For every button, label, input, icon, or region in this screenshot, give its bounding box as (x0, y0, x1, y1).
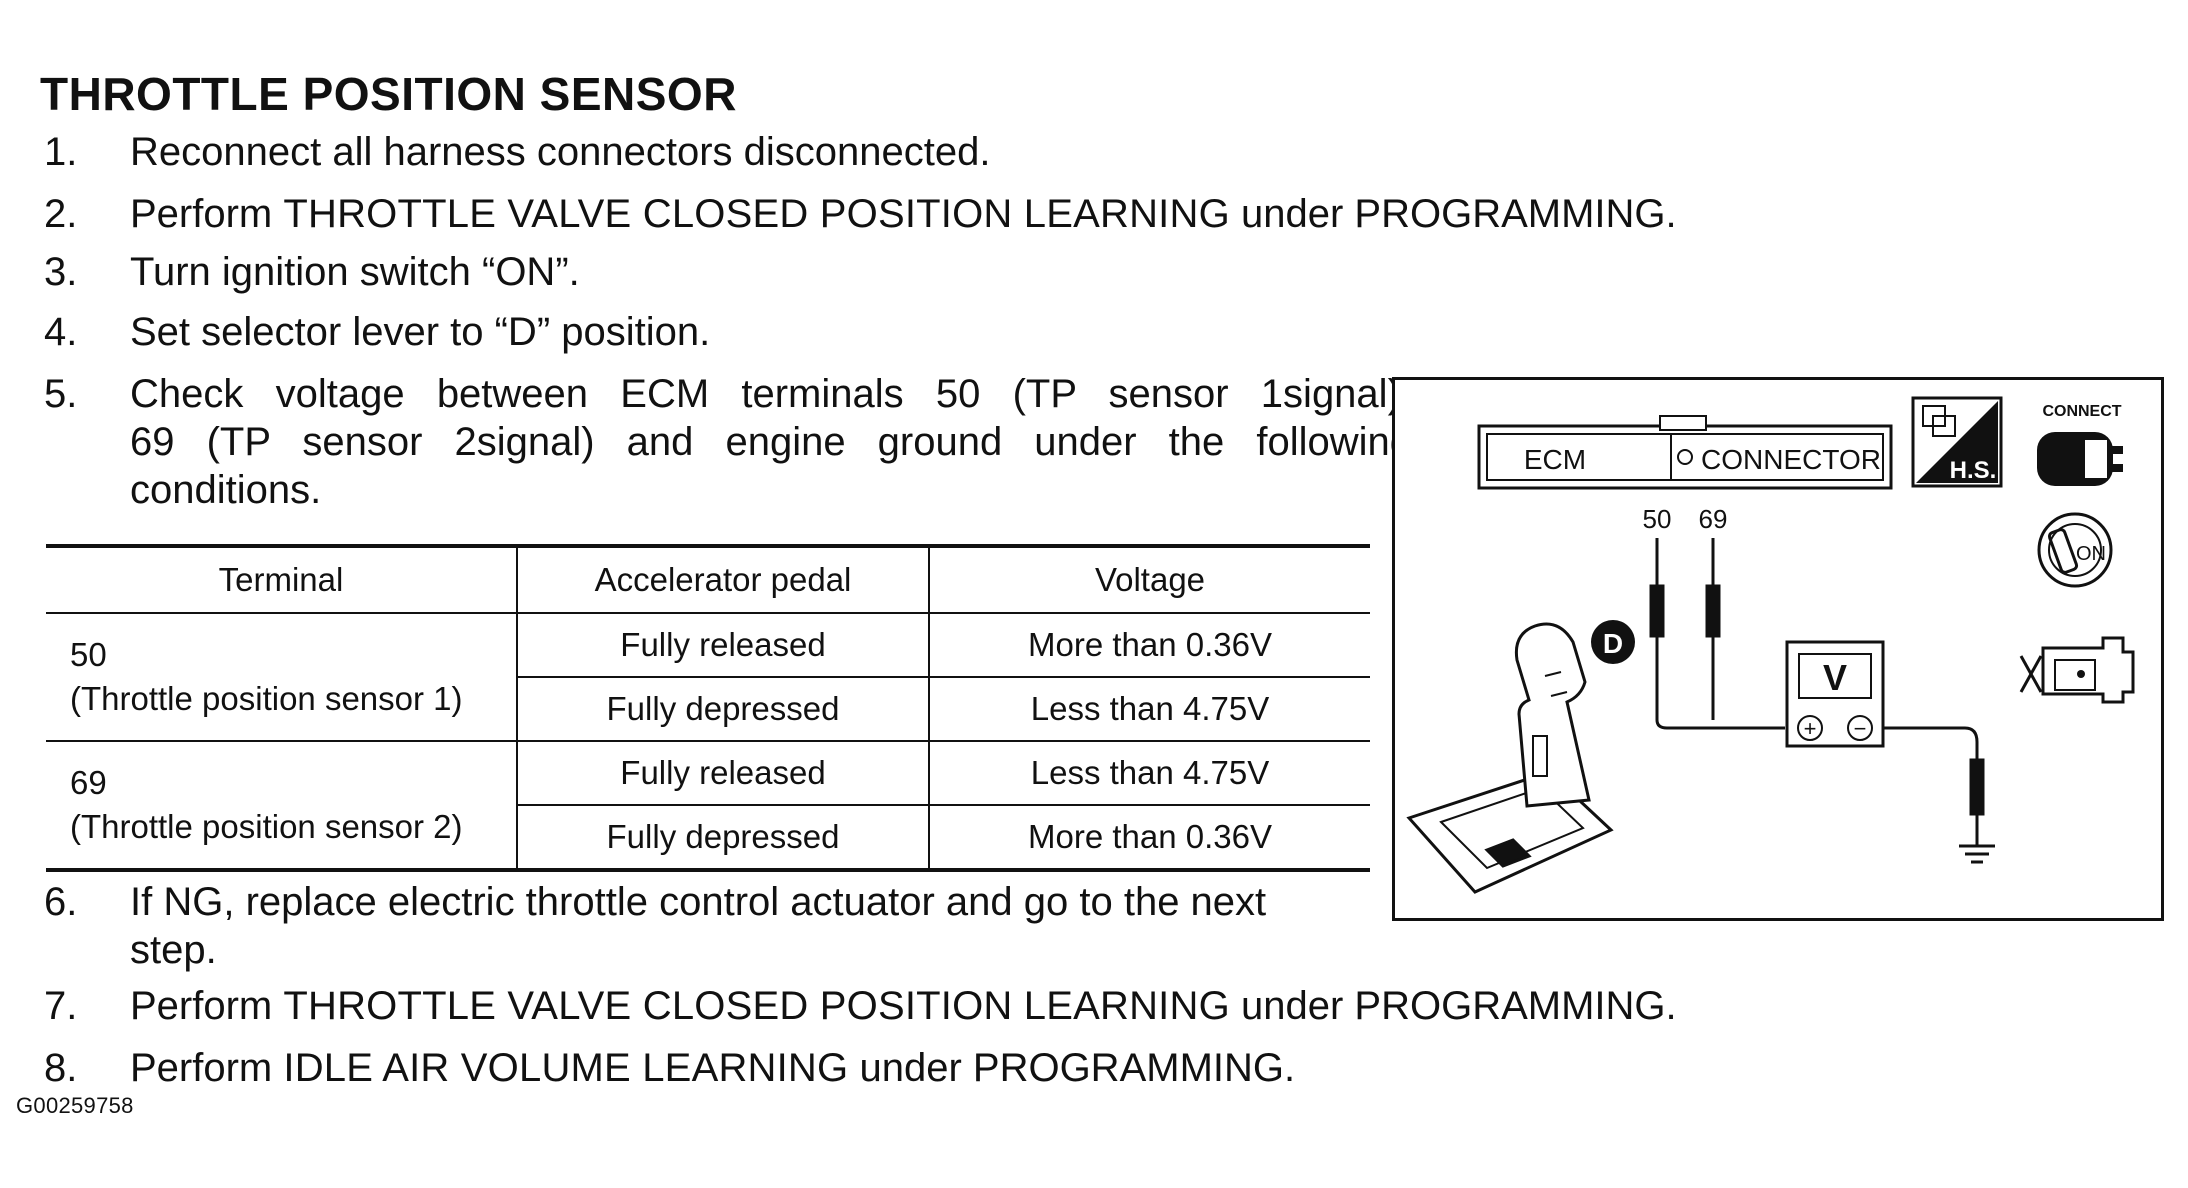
step-number: 5. (44, 372, 78, 416)
step-number: 7. (44, 984, 78, 1028)
pedal-cell: Fully depressed (516, 677, 930, 742)
probe-wires (1649, 538, 1995, 864)
ignition-on-icon: ON (2037, 512, 2113, 588)
figure-code: G00259758 (16, 1093, 134, 1118)
step-lead: Perform (130, 1046, 273, 1090)
terminal-description: (Throttle position sensor 2) (70, 808, 463, 845)
column-header: Voltage (928, 544, 1370, 614)
step-text-line: 69 (TP sensor 2signal) and engine ground… (130, 420, 1412, 464)
voltage-cell: Less than 4.75V (928, 677, 1370, 742)
pedal-cell: Fully released (516, 613, 930, 678)
step-text-line: conditions. (130, 468, 322, 512)
step-lead: Perform (130, 192, 273, 236)
meter-plus-terminal: + (1804, 716, 1817, 741)
step-tail: under PROGRAMMING. (1241, 984, 1677, 1028)
table-row: 50 (Throttle position sensor 1) Fully re… (46, 613, 1370, 742)
step-number: 2. (44, 192, 78, 236)
step-text-line: step. (130, 928, 217, 972)
procedure-name: THROTTLE VALVE CLOSED POSITION LEARNING (283, 192, 1230, 236)
step-tail: under PROGRAMMING. (1241, 192, 1677, 236)
connect-label: CONNECT (2042, 403, 2121, 420)
step-text: Reconnect all harness connectors disconn… (130, 130, 991, 174)
pedal-cell: Fully depressed (516, 805, 930, 872)
connector-label: CONNECTOR (1701, 444, 1881, 475)
ecm-label: ECM (1524, 444, 1586, 475)
on-label: ON (2076, 543, 2106, 565)
gear-d-badge: D (1591, 620, 1635, 664)
step-tail: under PROGRAMMING. (859, 1046, 1296, 1090)
connect-icon: CONNECT (2037, 403, 2123, 486)
page-title: THROTTLE POSITION SENSOR (40, 68, 737, 120)
terminal-cell: 50 (Throttle position sensor 1) (46, 613, 518, 742)
voltage-cell: Less than 4.75V (928, 741, 1370, 806)
step-lead: Perform (130, 984, 273, 1028)
step-text-line: If NG, replace electric throttle control… (130, 880, 1267, 924)
table-row: 69 (Throttle position sensor 2) Fully re… (46, 741, 1370, 872)
terminal-number: 50 (70, 636, 107, 673)
voltmeter: V + − (1785, 640, 1885, 748)
ecm-connector-box: ECM CONNECTOR (1477, 415, 1893, 490)
harness-sensor-icon: H.S. (1911, 396, 2003, 488)
step-number: 8. (44, 1046, 78, 1090)
wiring-diagram: ECM CONNECTOR H.S. CONNECT ON (1392, 377, 2164, 921)
voltage-spec-table: Terminal Accelerator pedal Voltage 50 (T… (46, 544, 1370, 872)
selector-lever (1406, 622, 1614, 894)
voltage-cell: More than 0.36V (928, 613, 1370, 678)
hs-label: H.S. (1950, 457, 1997, 484)
procedure-name: THROTTLE VALVE CLOSED POSITION LEARNING (283, 984, 1230, 1028)
table-row: Fully depressed More than 0.36V (46, 805, 1370, 872)
wiring-diagram-svg: ECM CONNECTOR H.S. CONNECT ON (1406, 396, 2135, 894)
terminal-number: 69 (70, 764, 107, 801)
step-number: 1. (44, 130, 78, 174)
step-number: 4. (44, 310, 78, 354)
engine-icon (2019, 636, 2135, 704)
gear-label: D (1603, 628, 1623, 659)
step-text-line: Check voltage between ECM terminals 50 (… (130, 372, 1412, 416)
pedal-cell: Fully released (516, 741, 930, 806)
meter-minus-terminal: − (1854, 716, 1867, 741)
step-number: 6. (44, 880, 78, 924)
terminal-cell: 69 (Throttle position sensor 2) (46, 741, 518, 872)
voltage-cell: More than 0.36V (928, 805, 1370, 872)
column-header: Accelerator pedal (516, 544, 930, 614)
meter-label: V (1823, 657, 1847, 698)
terminal-50-label: 50 (1643, 504, 1672, 534)
step-text: Set selector lever to “D” position. (130, 310, 711, 354)
step-number: 3. (44, 250, 78, 294)
procedure-name: IDLE AIR VOLUME LEARNING (283, 1046, 849, 1090)
table-header-row: Terminal Accelerator pedal Voltage (46, 544, 1370, 614)
table-row: Fully depressed Less than 4.75V (46, 677, 1370, 742)
terminal-description: (Throttle position sensor 1) (70, 680, 463, 717)
terminal-69-label: 69 (1699, 504, 1728, 534)
column-header: Terminal (46, 544, 518, 614)
step-text: Turn ignition switch “ON”. (130, 250, 580, 294)
